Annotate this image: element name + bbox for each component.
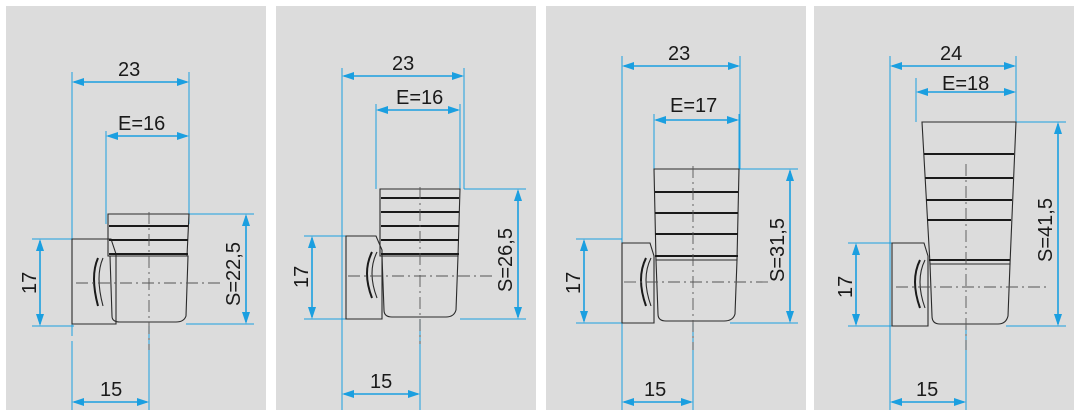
overall-width-label: 24 <box>940 43 962 65</box>
e-width-label: E=18 <box>942 73 989 95</box>
drawing-panel-3: 23 E=17 S=31,5 17 15 <box>546 6 806 410</box>
bottom-width-label: 15 <box>916 379 938 401</box>
overall-width-label: 23 <box>392 53 414 75</box>
drawing-panel-4: 24 E=18 S=41,5 17 15 <box>814 6 1074 410</box>
overall-width-label: 23 <box>668 43 690 65</box>
bottom-width-label: 15 <box>644 379 666 401</box>
e-width-label: E=17 <box>670 95 717 117</box>
left-height-label: 17 <box>835 276 857 298</box>
bottom-width-label: 15 <box>100 379 122 401</box>
left-height-label: 17 <box>563 272 585 294</box>
s-height-label: S=31,5 <box>767 218 789 282</box>
bottom-width-label: 15 <box>370 371 392 393</box>
left-height-label: 17 <box>291 266 313 288</box>
drawing-panel-2: 23 E=16 S=26,5 17 15 <box>276 6 536 410</box>
overall-width-label: 23 <box>118 59 140 81</box>
s-height-label: S=22,5 <box>223 242 245 306</box>
s-height-label: S=26,5 <box>495 228 517 292</box>
drawing-panel-1: 23 E=16 S=22,5 17 15 <box>6 6 266 410</box>
s-height-label: S=41,5 <box>1035 198 1057 262</box>
e-width-label: E=16 <box>118 113 165 135</box>
left-height-label: 17 <box>19 272 41 294</box>
e-width-label: E=16 <box>396 87 443 109</box>
